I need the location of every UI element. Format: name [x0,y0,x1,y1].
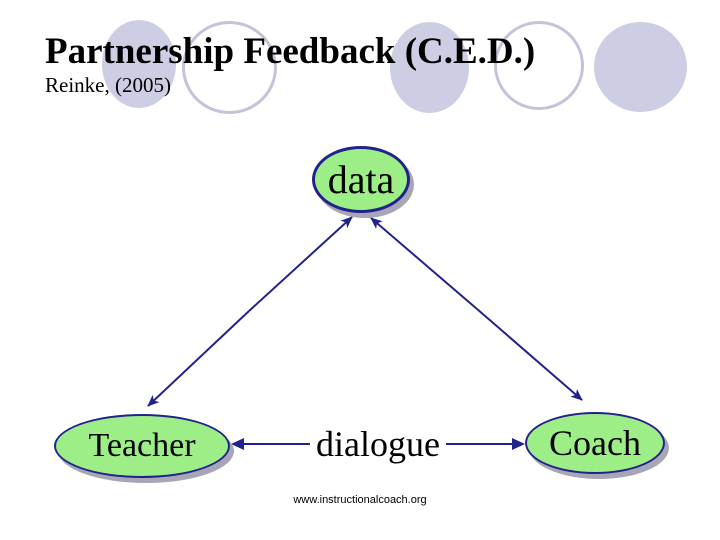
edge-teacher-data [147,216,353,407]
slide-subtitle: Reinke, (2005) [45,73,171,97]
node-data: data [312,146,410,213]
decorative-circle-filled [390,22,469,113]
arrow-right-icon [445,443,523,445]
decorative-circle-outlined [182,21,277,114]
decorative-circle-outlined [494,21,584,110]
edge-coach-data [370,217,583,401]
node-teacher: Teacher [54,414,230,478]
node-teacher-label: Teacher [88,427,196,464]
node-coach: Coach [525,412,665,474]
arrow-left-icon [233,443,311,445]
node-coach-label: Coach [549,423,641,463]
slide-title: Partnership Feedback (C.E.D.) [45,31,536,72]
decorative-circle-filled [102,20,176,108]
edge-teacher-coach: dialogue [233,420,523,468]
decorative-circle-filled [594,22,687,112]
footer-url: www.instructionalcoach.org [293,494,427,506]
node-data-label: data [327,157,395,202]
edge-label-dialogue: dialogue [316,424,440,464]
